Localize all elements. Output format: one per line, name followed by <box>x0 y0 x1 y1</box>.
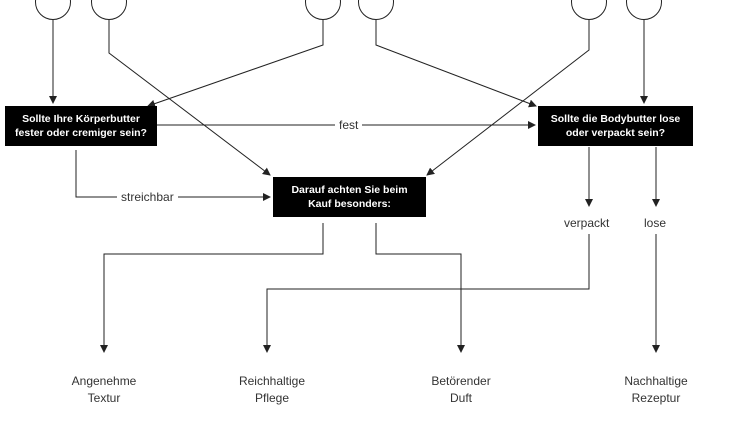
edge-ja-right-to-center <box>426 20 590 176</box>
outcome-pflege: Reichhaltige Pflege <box>238 374 306 405</box>
outcome-duft: Betörender Duft <box>431 374 491 405</box>
outcome-textur: Angenehme Textur <box>71 374 137 405</box>
edge-label-verpackt: verpackt <box>560 216 614 230</box>
outcome-rezeptur: Nachhaltige Rezeptur <box>624 374 688 405</box>
question-box-texture: Sollte Ihre Körperbutter fester oder cre… <box>5 106 157 146</box>
result-box-criteria: Darauf achten Sie beim Kauf besonders: <box>273 177 426 217</box>
edge-label-lose: lose <box>640 216 671 230</box>
question-box-text: Sollte Ihre Körperbutter fester oder cre… <box>15 113 147 139</box>
edge-streichbar <box>75 150 271 201</box>
question-box-packaging: Sollte die Bodybutter lose oder verpackt… <box>538 106 693 146</box>
edge-nein-left-to-center <box>108 20 271 176</box>
edge-label-streichbar: streichbar <box>117 190 178 204</box>
edge-center-to-duft <box>375 223 465 353</box>
edge-label-fest: fest <box>335 118 363 132</box>
edge-center-to-textur <box>100 223 324 353</box>
edge-ja-mid-to-q2 <box>375 20 537 108</box>
question-box-text: Sollte die Bodybutter lose oder verpackt… <box>550 113 681 139</box>
result-box-text: Darauf achten Sie beim Kauf besonders: <box>291 184 408 210</box>
edge-nein-mid-to-q1 <box>147 20 324 108</box>
edge-verpackt-to-pflege <box>263 234 590 353</box>
